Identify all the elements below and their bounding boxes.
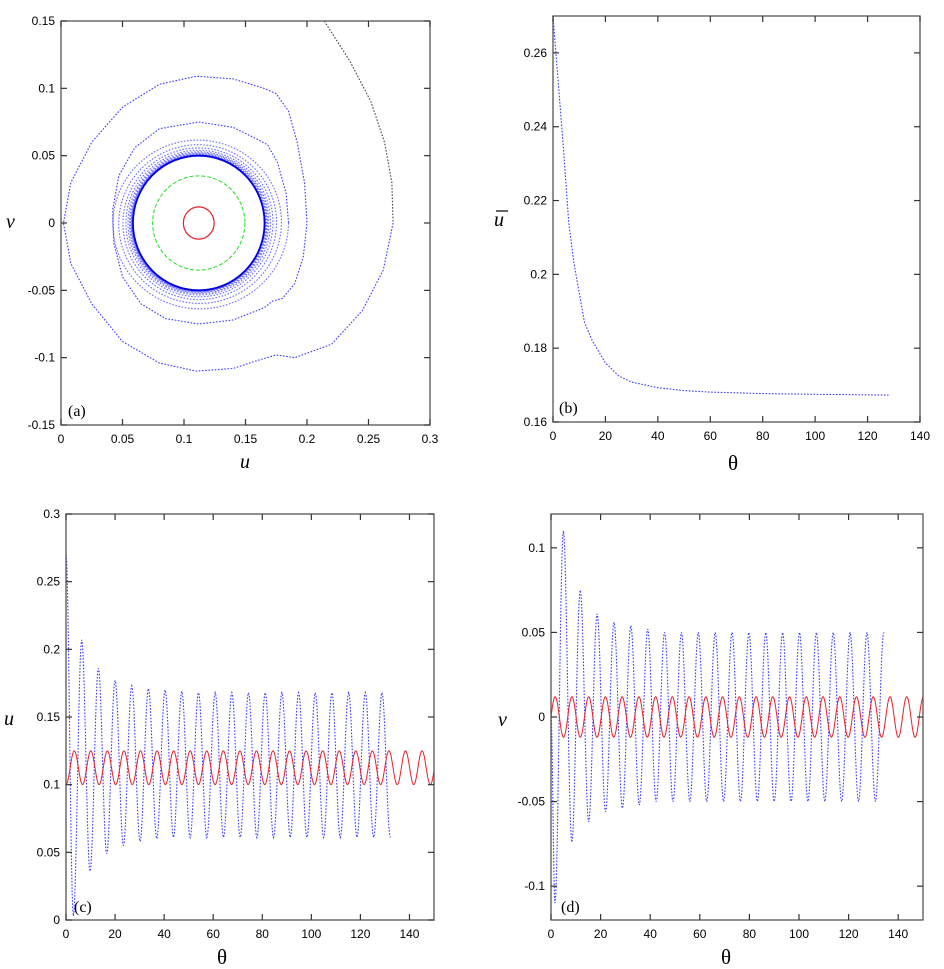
panel-b-y-label: u — [494, 209, 504, 231]
panel-d-ticks: 0 20 40 60 80 100 120 140 -0.1 -0.05 0 0.05 0.1 — [518, 514, 923, 941]
x-tick-label: 20 — [599, 429, 613, 443]
u-trajectory-curve — [65, 554, 391, 917]
trajectory-inner-spiral — [112, 139, 290, 310]
cycle-red — [182, 206, 215, 240]
panel-b-mean-u: 0 20 40 60 80 100 120 140 0.16 0.18 0.2 0.22 0.24 0.2… — [494, 15, 930, 475]
trajectory-outer-loops — [62, 75, 394, 372]
y-tick-label: 0.15 — [37, 710, 61, 724]
y-tick-label: 0.25 — [37, 575, 61, 589]
x-tick-label: 100 — [789, 927, 809, 941]
x-tick-label: 0 — [548, 927, 555, 941]
limit-cycle-blue — [132, 154, 266, 292]
y-tick-label: 0 — [53, 913, 60, 927]
mean-u-curve — [552, 15, 889, 396]
panel-d-x-label: θ — [721, 945, 731, 969]
y-tick-label: 0.05 — [522, 625, 546, 639]
y-tick-label: 0.26 — [524, 46, 548, 60]
x-tick-label: 0 — [63, 927, 70, 941]
panel-b-plot-area — [552, 15, 889, 396]
x-tick-label: 0 — [550, 429, 557, 443]
panel-b-tag: (b) — [559, 400, 578, 417]
x-tick-label: 40 — [651, 429, 665, 443]
panel-c-y-label: u — [4, 708, 14, 730]
x-tick-label: 80 — [743, 927, 757, 941]
y-tick-label: 0.05 — [32, 149, 56, 163]
x-tick-label: 40 — [644, 927, 658, 941]
panel-d-y-label: v — [498, 709, 507, 731]
x-tick-label: 80 — [256, 927, 270, 941]
panel-a-frame — [60, 20, 431, 426]
x-tick-label: 20 — [594, 927, 608, 941]
x-tick-label: 0 — [58, 432, 65, 446]
panel-a-ticks: 0 0.05 0.1 0.15 0.2 0.25 0.3 -0.15 -0.1 -0.05 0 0.0… — [28, 14, 439, 446]
panel-d-frame — [550, 513, 924, 921]
x-tick-label: 0.25 — [357, 432, 381, 446]
panel-c-u-vs-theta: 0 20 40 60 80 100 120 140 0 0.05 0.1 0.15 0.2 0.25 0.3… — [4, 507, 435, 969]
panel-c-ticks: 0 20 40 60 80 100 120 140 0 0.05 0.1 0.15 0.2 0.25 0.3 — [37, 507, 434, 941]
y-tick-label: 0.3 — [43, 507, 60, 521]
y-tick-label: -0.1 — [34, 351, 55, 365]
x-tick-label: 60 — [693, 927, 707, 941]
x-tick-label: 0.2 — [299, 432, 316, 446]
x-tick-label: 20 — [108, 927, 122, 941]
y-tick-label: 0.22 — [524, 194, 548, 208]
v-reference-curve — [550, 696, 924, 738]
y-tick-label: 0.24 — [524, 120, 548, 134]
panel-a-plot-area — [62, 20, 394, 372]
x-tick-label: 140 — [399, 927, 419, 941]
x-tick-label: 40 — [157, 927, 171, 941]
y-tick-label: 0.2 — [43, 642, 60, 656]
x-tick-label: 140 — [888, 927, 908, 941]
panel-a-tag: (a) — [68, 403, 86, 420]
panel-b-x-label: θ — [728, 451, 738, 475]
panel-c-tag: (c) — [74, 899, 92, 916]
panel-d-tag: (d) — [561, 899, 580, 916]
y-tick-label: 0.1 — [43, 778, 60, 792]
panel-b-ticks: 0 20 40 60 80 100 120 140 0.16 0.18 0.2 0.22 0.24 0.2… — [524, 16, 930, 443]
panel-a-phase-portrait: 0 0.05 0.1 0.15 0.2 0.25 0.3 -0.15 -0.1 -0.05 0 0.0… — [6, 14, 439, 473]
y-tick-label: 0 — [48, 216, 55, 230]
panel-d-plot-area — [550, 530, 924, 904]
panel-c-x-label: θ — [217, 945, 227, 969]
y-tick-label: 0.15 — [32, 14, 56, 28]
y-tick-label: 0.16 — [524, 415, 548, 429]
panel-b-frame — [552, 15, 921, 423]
panel-a-x-label: u — [240, 451, 250, 473]
x-tick-label: 60 — [704, 429, 718, 443]
y-tick-label: 0.18 — [524, 341, 548, 355]
x-tick-label: 120 — [858, 429, 878, 443]
initial-segment-black — [323, 20, 394, 224]
y-tick-label: -0.05 — [28, 283, 56, 297]
x-tick-label: 0.05 — [111, 432, 135, 446]
panel-c-frame — [65, 513, 435, 921]
y-tick-label: -0.15 — [28, 418, 56, 432]
y-tick-label: 0.2 — [530, 267, 547, 281]
x-tick-label: 0.15 — [234, 432, 258, 446]
y-tick-label: 0.1 — [528, 541, 545, 555]
x-tick-label: 100 — [805, 429, 825, 443]
y-tick-label: -0.05 — [518, 795, 546, 809]
x-tick-label: 80 — [756, 429, 770, 443]
y-tick-label: 0 — [538, 710, 545, 724]
x-tick-label: 0.3 — [422, 432, 439, 446]
cycle-green — [152, 175, 246, 271]
panel-a-y-label: v — [6, 211, 15, 233]
x-tick-label: 100 — [301, 927, 321, 941]
x-tick-label: 120 — [350, 927, 370, 941]
u-reference-curve — [65, 750, 435, 786]
y-tick-label: 0.05 — [37, 845, 61, 859]
y-tick-label: -0.1 — [524, 879, 545, 893]
panel-c-plot-area — [65, 554, 435, 917]
x-tick-label: 0.1 — [176, 432, 193, 446]
x-tick-label: 120 — [839, 927, 859, 941]
y-tick-label: 0.1 — [38, 81, 55, 95]
x-tick-label: 60 — [207, 927, 221, 941]
x-tick-label: 140 — [910, 429, 930, 443]
